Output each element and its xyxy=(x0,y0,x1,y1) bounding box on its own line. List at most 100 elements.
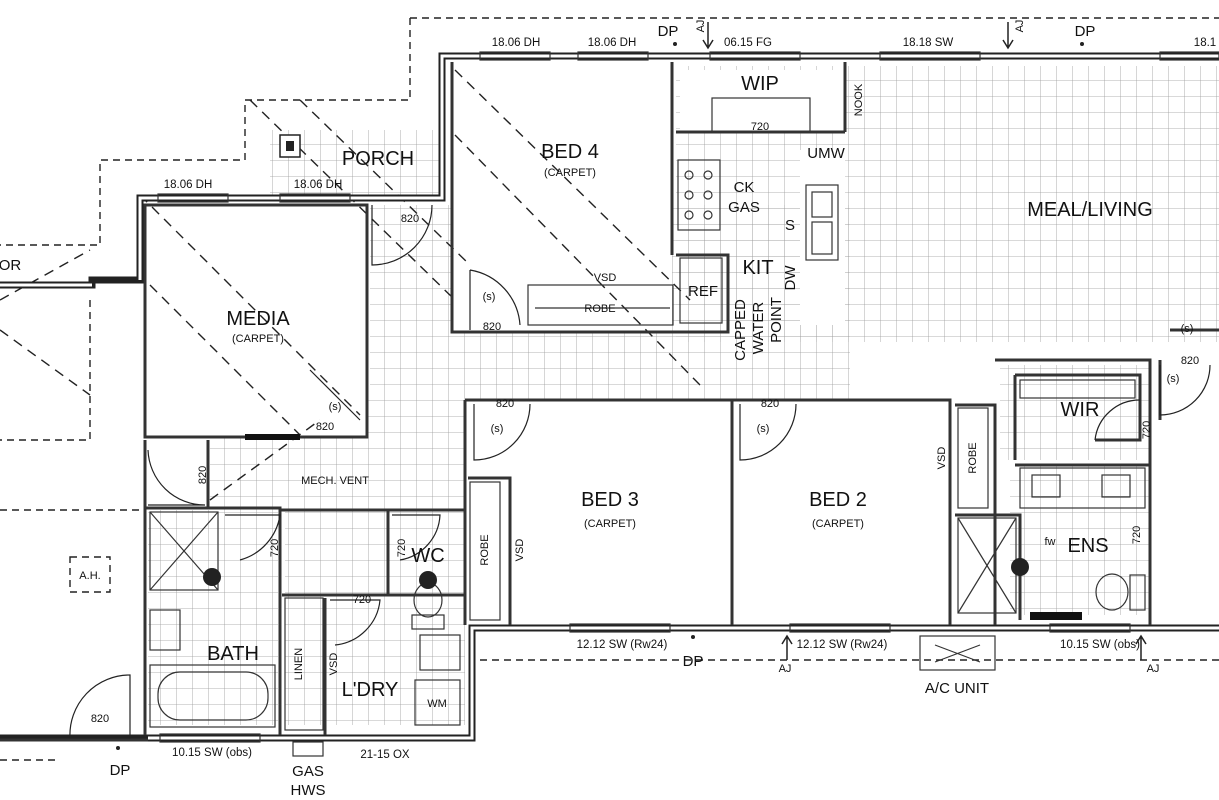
door-820-entry: 820 xyxy=(91,713,109,725)
door-820-porch: 820 xyxy=(401,213,419,225)
water-label: WATER xyxy=(750,302,767,355)
robe-bed2-label: ROBE xyxy=(967,442,979,473)
bed3-label: BED 3 xyxy=(581,489,639,511)
vsd-bed4-label: VSD xyxy=(594,272,617,284)
dp-marker-3: DP xyxy=(683,653,704,670)
ac-unit-label: A/C UNIT xyxy=(925,680,989,697)
carpet-bed2 xyxy=(736,404,948,619)
roof-outline xyxy=(0,17,1219,761)
window-marks xyxy=(157,51,1219,743)
wip-label: WIP xyxy=(741,73,779,95)
carpet-bed3 xyxy=(468,404,730,619)
window-bottom-4: 10.15 SW (obs) xyxy=(172,747,252,759)
washing-machine xyxy=(414,679,461,726)
bed2-carpet: (CARPET) xyxy=(812,518,864,530)
dp-marker-2: DP xyxy=(1075,23,1096,40)
bath-shower xyxy=(149,511,219,591)
or-label: OR xyxy=(0,257,21,274)
door-dimensions: 820 820 820 820 820 820 820 820 720 720 … xyxy=(91,121,1199,725)
dw-label: DW xyxy=(782,265,799,291)
smoke-detector-bed3: (s) xyxy=(491,423,504,435)
robe-bed2 xyxy=(957,407,989,509)
bath-basin xyxy=(149,609,181,651)
linen-cupboard xyxy=(284,597,324,731)
window-labels: 18.06 DH 18.06 DH 06.15 FG 18.18 SW 18.1… xyxy=(164,37,1216,761)
gas-hws-label-2: HWS xyxy=(291,782,326,799)
window-bottom-3: 10.15 SW (obs) xyxy=(1060,639,1140,651)
robe-bed4 xyxy=(527,284,674,326)
gas-hws xyxy=(292,741,324,757)
point-label: POINT xyxy=(768,297,785,343)
door-720-wc: 720 xyxy=(396,539,408,557)
sliding-door-ens xyxy=(1030,612,1082,620)
smoke-detector-wir: (s) xyxy=(1167,373,1180,385)
bath-tub xyxy=(149,664,276,728)
door-720-bath: 720 xyxy=(269,539,281,557)
media-carpet: (CARPET) xyxy=(232,333,284,345)
vsd-bed2-label: VSD xyxy=(936,447,948,470)
capped-label: CAPPED xyxy=(732,299,749,361)
wip-shelving xyxy=(711,97,811,133)
robe-bed3 xyxy=(469,481,501,621)
fixture-labels: ROBE VSD REF UMW CK GAS S DW CAPPED WATE… xyxy=(79,83,1193,799)
cooktop xyxy=(677,159,721,231)
aj-marker-1: AJ xyxy=(695,20,707,33)
ens-label: ENS xyxy=(1067,535,1108,557)
service-markers: DP DP DP DP AJ AJ AJ AJ xyxy=(110,20,1160,779)
vsd-bed3-label: VSD xyxy=(514,539,526,562)
robe-bed3-label: ROBE xyxy=(479,534,491,565)
bed4-label: BED 4 xyxy=(541,141,599,163)
gas-label: GAS xyxy=(728,199,760,216)
tile-ens xyxy=(1010,465,1150,615)
ens-floor-waste xyxy=(1011,558,1029,576)
aj-marker-3: AJ xyxy=(779,663,792,675)
wc-label: WC xyxy=(411,545,444,567)
tile-wir xyxy=(1000,365,1150,460)
window-bottom-5: 21-15 OX xyxy=(360,749,410,761)
door-720-laundry: 720 xyxy=(353,594,371,606)
bed2-label: BED 2 xyxy=(809,489,867,511)
bath-label: BATH xyxy=(207,643,259,665)
window-bottom-1: 12.12 SW (Rw24) xyxy=(577,639,668,651)
media-label: MEDIA xyxy=(226,308,290,330)
bath-floor-waste xyxy=(203,568,221,586)
window-media-2: 18.06 DH xyxy=(294,179,343,191)
smoke-detector-bed4: (s) xyxy=(483,291,496,303)
door-820-bed4: 820 xyxy=(483,321,501,333)
wir-label: WIR xyxy=(1061,399,1100,421)
porch-label: PORCH xyxy=(342,148,414,170)
carpet-media xyxy=(148,208,366,436)
ck-label: CK xyxy=(734,179,755,196)
laundry-label: L'DRY xyxy=(342,679,399,701)
window-media-1: 18.06 DH xyxy=(164,179,213,191)
mech-vent-label: MECH. VENT xyxy=(301,475,369,487)
smoke-detector-media: (s) xyxy=(329,401,342,413)
dp-marker-4: DP xyxy=(110,762,131,779)
wm-label: WM xyxy=(427,698,447,710)
door-720-ens: 720 xyxy=(1131,526,1143,544)
wc-floor-waste xyxy=(419,571,437,589)
fridge-space xyxy=(679,257,723,324)
meal-living-label: MEAL/LIVING xyxy=(1027,199,1153,221)
smoke-detector-bed2: (s) xyxy=(757,423,770,435)
ah-label: A.H. xyxy=(79,570,100,582)
ens-toilet xyxy=(1095,573,1129,611)
linen-label: LINEN xyxy=(293,648,305,680)
fw-label: fw xyxy=(1045,536,1056,548)
carpet-rooms xyxy=(148,66,948,619)
internal-walls xyxy=(143,62,1219,735)
smoke-detector-living: (s) xyxy=(1181,323,1194,335)
door-820-bed2: 820 xyxy=(761,398,779,410)
vsd-laundry-label: VSD xyxy=(328,653,340,676)
ens-vanity xyxy=(1019,467,1146,509)
gas-hws-label-1: GAS xyxy=(292,763,324,780)
window-top-5: 18.1 xyxy=(1194,37,1216,49)
nook-label: NOOK xyxy=(853,83,865,116)
window-top-1: 18.06 DH xyxy=(492,37,541,49)
tile-bath xyxy=(148,510,278,725)
wip-area xyxy=(680,70,845,132)
door-820-living: 820 xyxy=(1181,355,1199,367)
kitchen-sink xyxy=(805,184,839,261)
wir-shelf xyxy=(1019,379,1136,399)
kit-label: KIT xyxy=(742,257,773,279)
